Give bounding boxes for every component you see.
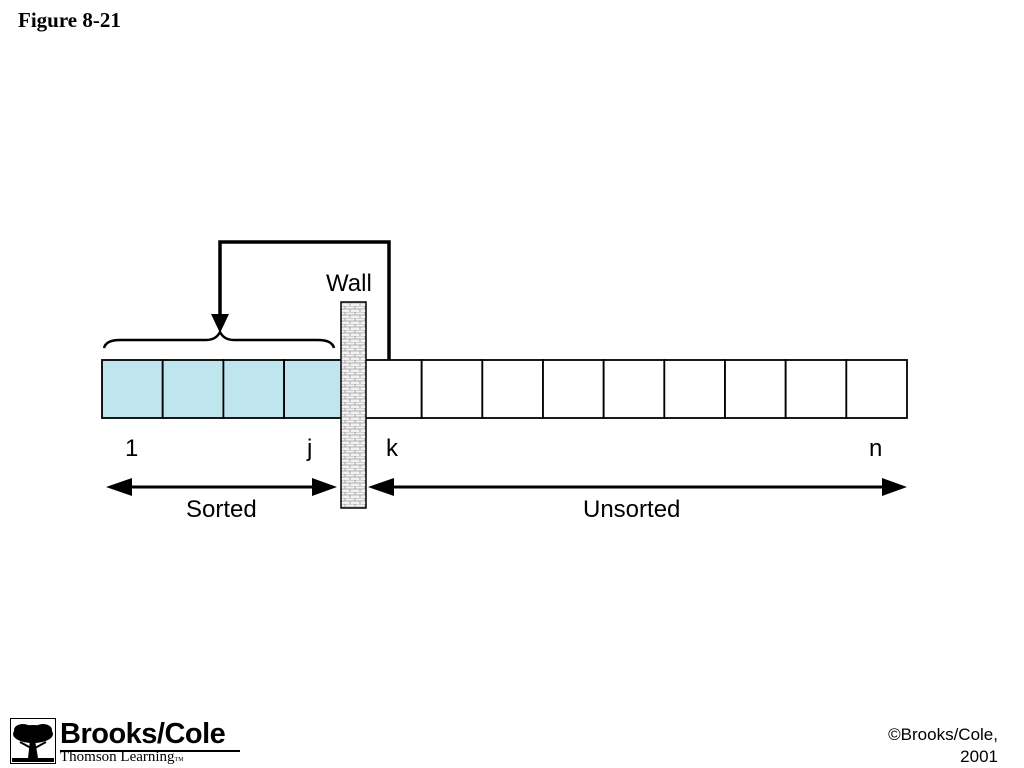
copyright-notice: ©Brooks/Cole, 2001 [888, 724, 998, 768]
array-cells [101, 359, 908, 419]
sorted-arrow-left [106, 478, 132, 496]
index-label-k: k [386, 435, 399, 462]
publisher-subtitle: Thomson LearningTM [60, 749, 184, 766]
wall [340, 301, 367, 509]
wall-label: Wall [326, 270, 372, 297]
unsorted-cell [602, 359, 666, 419]
publisher-name: Brooks/Cole [60, 718, 226, 750]
sorted-label: Sorted [186, 496, 257, 523]
sorted-cell [161, 359, 225, 419]
unsorted-cell [724, 359, 787, 419]
insert-arrow-head [211, 314, 229, 333]
copyright-line-2: 2001 [960, 747, 998, 766]
unsorted-arrow-left [368, 478, 394, 496]
unsorted-arrow-right [882, 478, 907, 496]
sorted-brace [102, 329, 336, 349]
unsorted-cell [420, 359, 484, 419]
index-label-j: j [306, 435, 312, 462]
sorted-cell [222, 359, 285, 419]
unsorted-label: Unsorted [583, 496, 680, 523]
unsorted-cell [360, 359, 423, 419]
publisher-divider [60, 750, 240, 752]
sorted-arrow-right [312, 478, 337, 496]
sorted-cell [283, 359, 346, 419]
trademark-mark: TM [174, 757, 184, 763]
publisher-sub-text: Thomson Learning [60, 749, 175, 765]
copyright-line-1: ©Brooks/Cole, [888, 725, 998, 744]
unsorted-cell [663, 359, 726, 419]
unsorted-cell [845, 359, 908, 419]
figure-title: Figure 8-21 [18, 8, 121, 32]
unsorted-cell [481, 359, 544, 419]
insert-arrow-line [218, 240, 391, 360]
tree-icon [10, 718, 56, 764]
sorted-cell [101, 359, 164, 419]
unsorted-cell [784, 359, 848, 419]
unsorted-cell [542, 359, 605, 419]
index-label-n: n [869, 435, 882, 462]
index-label-first: 1 [125, 435, 138, 462]
